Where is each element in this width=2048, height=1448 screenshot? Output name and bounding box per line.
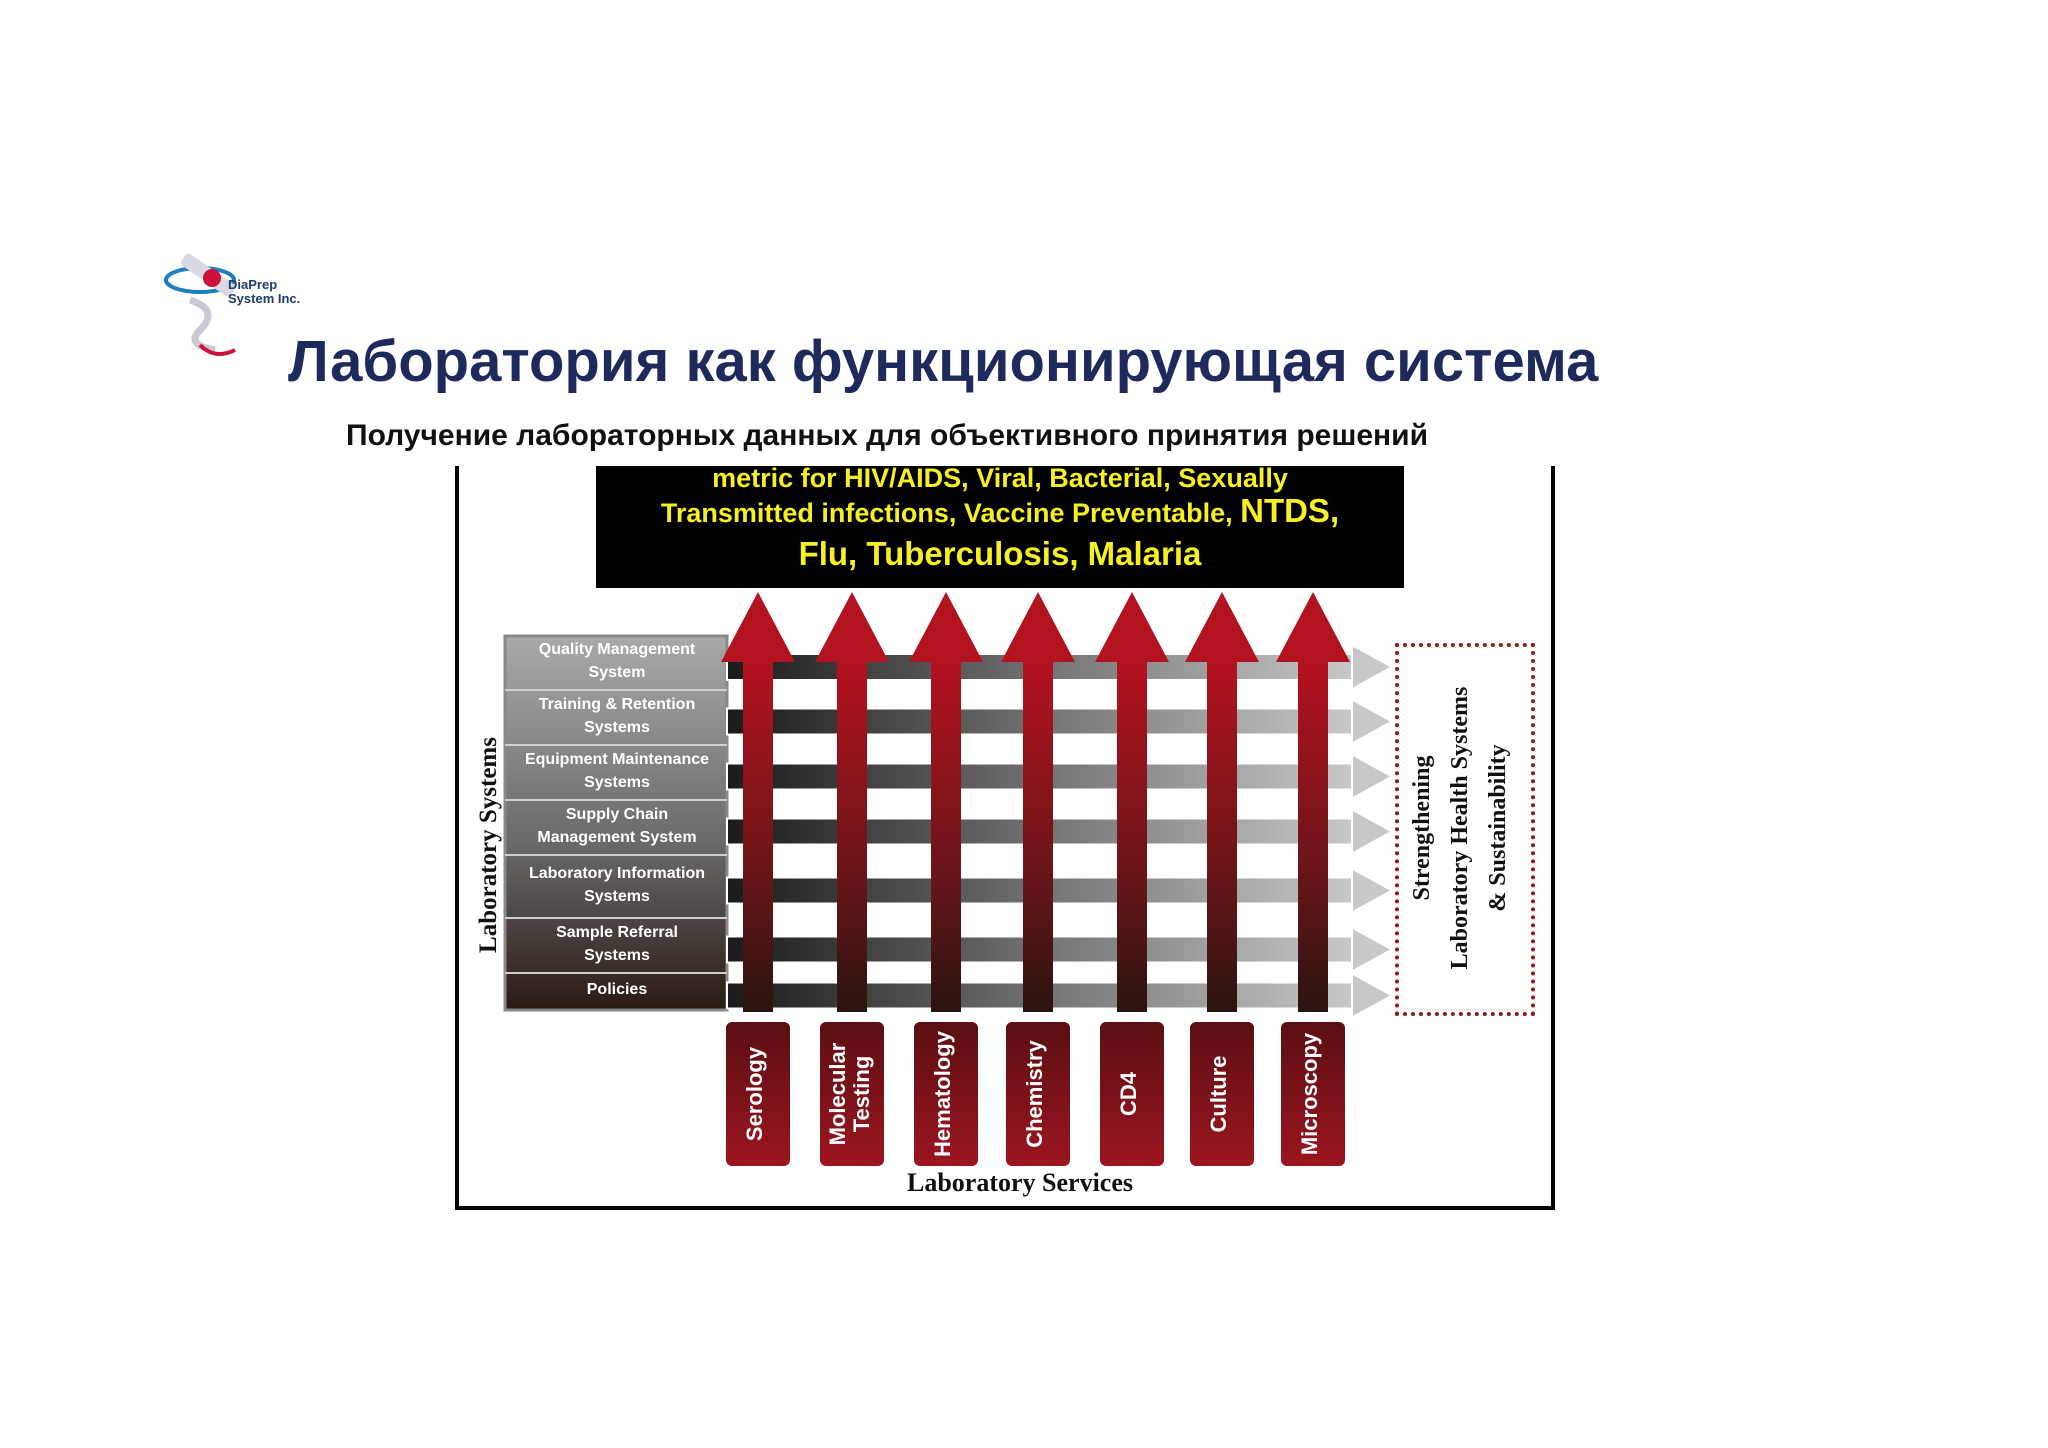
service-label-line1: Hematology <box>930 1031 955 1157</box>
outcome-line1: Strengthening <box>1409 755 1435 901</box>
outcome-text: Strengthening Laboratory Health Systems … <box>1403 648 1523 1008</box>
service-label-line1: CD4 <box>1116 1072 1141 1117</box>
service-arrow-head <box>909 592 983 662</box>
system-item-line1: Training & Retention <box>538 695 696 713</box>
system-item-line1: Supply Chain <box>565 805 669 823</box>
service-arrow-head <box>1095 592 1169 662</box>
service-boxes <box>726 1022 1345 1166</box>
service-label-line1: Microscopy <box>1297 1032 1322 1156</box>
service-box <box>1100 1022 1164 1166</box>
service-arrow-shaft <box>1207 662 1237 1012</box>
logo-text-line1: DiaPrep <box>228 277 278 292</box>
service-label: CD4 <box>1116 1019 1147 1169</box>
service-arrow-shaft <box>931 662 961 1012</box>
banner-line3: Flu, Tuberculosis, Malaria <box>798 535 1202 572</box>
service-box <box>820 1022 884 1166</box>
system-item-line2: Systems <box>584 887 650 905</box>
system-bar-arrowhead <box>1351 807 1395 856</box>
system-item-line1: Policies <box>586 981 648 998</box>
service-arrow-shaft <box>1117 662 1147 1012</box>
service-arrows <box>721 592 1350 1012</box>
outcome-box <box>1395 643 1535 1016</box>
service-label: Microscopy <box>1297 1019 1328 1169</box>
system-item-line1: Sample Referral <box>556 923 678 941</box>
systems-block-bg <box>503 634 729 1012</box>
service-box <box>1006 1022 1070 1166</box>
banner-line1: metric for HIV/AIDS, Viral, Bacterial, S… <box>712 463 1288 493</box>
system-item: Policies <box>505 978 729 1001</box>
system-item-line2: System <box>588 664 646 681</box>
service-label: Chemistry <box>1022 1019 1053 1169</box>
service-arrow-head <box>1276 592 1350 662</box>
system-bar-arrowhead <box>1351 643 1395 691</box>
logo-text: DiaPrep System Inc. <box>228 278 328 306</box>
service-arrow-head <box>1001 592 1075 662</box>
banner-line2-text: Transmitted infections, Vaccine Preventa… <box>660 498 1233 528</box>
service-label-line1: Chemistry <box>1022 1040 1047 1148</box>
service-label-line2: Testing <box>849 1055 874 1133</box>
system-item-line2: Management System <box>537 828 697 846</box>
outcome-line2: Laboratory Health Systems <box>1447 686 1473 970</box>
banner-line2: Transmitted infections, Vaccine Preventa… <box>596 490 1404 534</box>
service-label: Culture <box>1206 1019 1237 1169</box>
system-bar-arrowhead <box>1351 697 1395 746</box>
page-title: Лаборатория как функционирующая система <box>288 329 1599 394</box>
service-label: Hematology <box>930 1019 961 1169</box>
service-arrow-head <box>1185 592 1259 662</box>
service-label-line1: Serology <box>742 1046 767 1142</box>
systems-block <box>503 634 729 1012</box>
page-subtitle: Получение лабораторных данных для объект… <box>346 419 1429 452</box>
service-arrow-head <box>721 592 795 662</box>
service-arrow-shaft <box>1298 662 1328 1012</box>
banner-line2-emph: NTDS, <box>1240 492 1340 529</box>
service-box <box>1281 1022 1345 1166</box>
service-arrow-shaft <box>837 662 867 1012</box>
system-item-line1: Laboratory Information <box>528 864 705 882</box>
laboratory-services-label: Laboratory Services <box>906 1168 1133 1197</box>
diagram-frame <box>455 466 1555 1210</box>
service-arrow-shaft <box>1023 662 1053 1012</box>
service-arrow-shaft <box>743 662 773 1012</box>
system-item-line2: Systems <box>584 946 650 964</box>
system-bars <box>726 643 1395 1020</box>
system-item-line2: Systems <box>584 718 650 736</box>
logo-text-line2: System Inc. <box>228 291 301 306</box>
service-label-line1: Molecular <box>825 1042 850 1146</box>
service-box <box>726 1022 790 1166</box>
system-item-line1: Equipment Maintenance <box>524 750 710 768</box>
system-bar-arrowhead <box>1351 925 1395 974</box>
service-arrow-head <box>815 592 889 662</box>
diaprep-logo: DiaPrep System Inc. <box>160 250 320 380</box>
service-box <box>1190 1022 1254 1166</box>
service-label-line1: Culture <box>1206 1055 1231 1133</box>
service-label: Serology <box>742 1019 773 1169</box>
system-item-line2: Systems <box>584 773 650 791</box>
system-bar-arrowhead <box>1351 971 1395 1020</box>
system-item-line1: Quality Management <box>538 641 696 658</box>
outcome-line3: & Sustainability <box>1485 744 1511 912</box>
system-bar-arrowhead <box>1351 866 1395 915</box>
laboratory-systems-label: Laboratory Systems <box>475 737 502 953</box>
logo-mark <box>164 253 236 356</box>
service-box <box>914 1022 978 1166</box>
outcomes-banner: metric for HIV/AIDS, Viral, Bacterial, S… <box>596 463 1404 588</box>
system-bar-arrowhead <box>1351 752 1395 801</box>
